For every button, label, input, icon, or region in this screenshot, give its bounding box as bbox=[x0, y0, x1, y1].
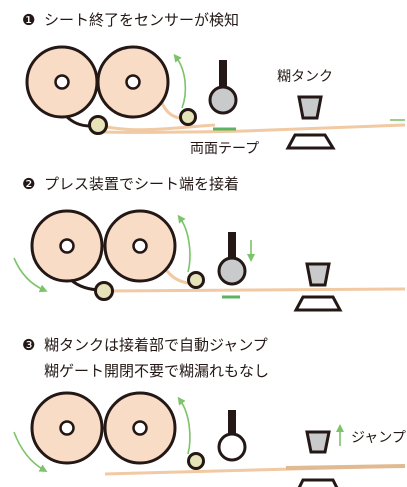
roll-left-core bbox=[59, 420, 75, 436]
step-3-number: ❸ bbox=[22, 336, 35, 354]
sheet-line-main bbox=[99, 123, 406, 134]
glue-tank-label: 糊タンク bbox=[277, 69, 333, 85]
nip-roller bbox=[179, 108, 197, 126]
press-roller bbox=[217, 256, 247, 286]
guide-roller bbox=[94, 281, 114, 301]
press-arm bbox=[228, 232, 236, 262]
glue-tank bbox=[305, 430, 331, 454]
glue-tank-base bbox=[293, 295, 343, 312]
glue-tank bbox=[297, 95, 323, 120]
double-sided-tape-label: 両面テープ bbox=[190, 141, 259, 157]
press-roller bbox=[208, 85, 238, 115]
sheet-line-main bbox=[99, 287, 406, 293]
press-arm bbox=[219, 60, 227, 90]
rotation-arrow-left bbox=[13, 257, 48, 293]
roll-right-core bbox=[125, 74, 141, 90]
step-2-panel: ❷ プレス装置でシート端を接着 bbox=[13, 175, 406, 312]
step-1-title: シート終了をセンサーが検知 bbox=[44, 11, 239, 29]
step-3-panel: ❸ 糊タンクは接着部で自動ジャンプ 糊ゲート開閉不要で糊漏れもなし ジャンプ bbox=[13, 336, 406, 487]
roll-left-core bbox=[59, 238, 75, 254]
nip-roller bbox=[187, 452, 205, 470]
nip-roller bbox=[187, 271, 205, 289]
rotation-arrow-right bbox=[177, 396, 191, 455]
step-3-title-line-1: 糊タンクは接着部で自動ジャンプ bbox=[44, 336, 268, 354]
glue-tank-base bbox=[297, 478, 339, 487]
step-2-number: ❷ bbox=[22, 175, 35, 193]
step-2-title: プレス装置でシート端を接着 bbox=[44, 175, 239, 193]
glue-tank-base bbox=[285, 133, 336, 150]
press-roller bbox=[217, 432, 247, 462]
rotation-arrow bbox=[173, 53, 187, 109]
spliced-sheet-overlap bbox=[285, 464, 406, 470]
step-1-panel: ❶ シート終了をセンサーが検知 両面テープ 糊タンク bbox=[22, 11, 406, 157]
roll-right-core bbox=[132, 420, 148, 436]
guide-roller bbox=[88, 115, 108, 135]
jump-label: ジャンプ bbox=[351, 430, 406, 446]
sheet-line-upper bbox=[96, 123, 216, 132]
roll-left-core bbox=[54, 74, 70, 90]
step-1-number: ❶ bbox=[22, 11, 35, 29]
step-3-title-line-2: 糊ゲート開閉不要で糊漏れもなし bbox=[44, 362, 269, 380]
roll-right-core bbox=[132, 238, 148, 254]
rotation-arrow-right bbox=[177, 214, 191, 273]
rotation-arrow-left bbox=[13, 431, 48, 472]
glue-tank bbox=[305, 262, 331, 287]
roll-left-tail bbox=[64, 114, 91, 128]
press-arm bbox=[228, 410, 236, 438]
